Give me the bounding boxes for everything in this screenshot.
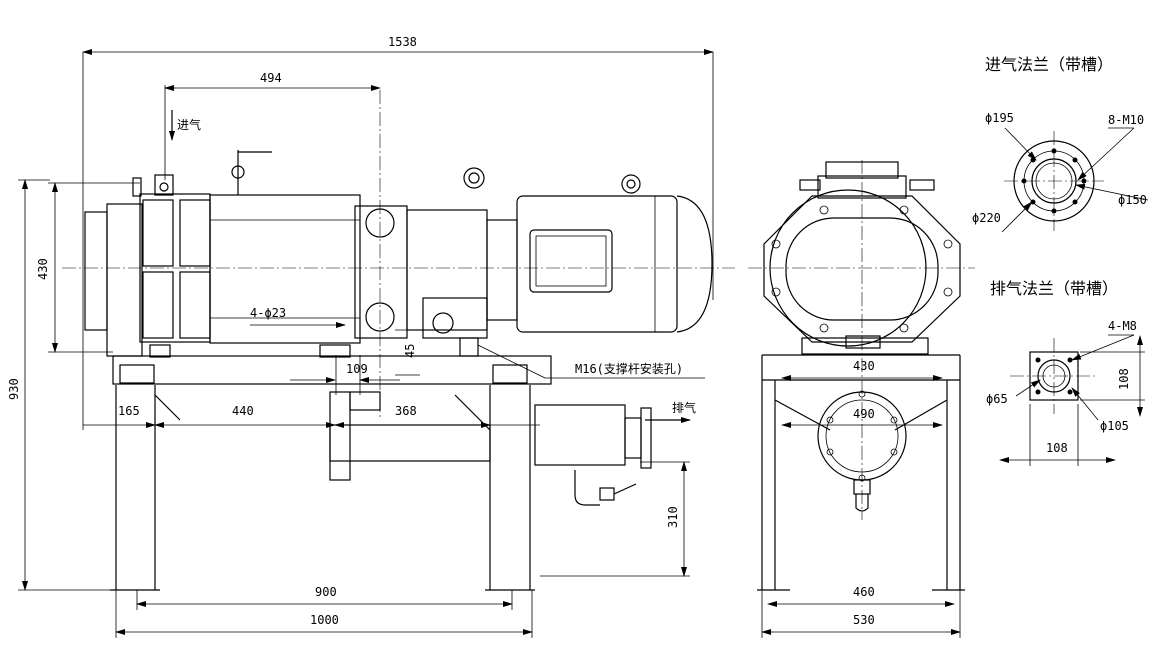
inlet-bolts: 8-M10 (1108, 113, 1144, 127)
inlet-flange-title: 进气法兰（带槽） (985, 55, 1113, 74)
dim-900: 900 (315, 585, 337, 599)
outlet-w108: 108 (1046, 441, 1068, 455)
outlet-flange-title: 排气法兰（带槽） (990, 279, 1118, 298)
dim-460: 460 (853, 585, 875, 599)
dim-494: 494 (260, 71, 282, 85)
dim-165: 165 (118, 404, 140, 418)
outlet-h108: 108 (1117, 368, 1131, 390)
dim-930: 930 (7, 378, 21, 400)
dim-430-side: 430 (36, 258, 50, 280)
dim-440: 440 (232, 404, 254, 418)
outlet-bolts: 4-M8 (1108, 319, 1137, 333)
inlet-d150: ϕ150 (1118, 193, 1147, 207)
dim-109: 109 (346, 362, 368, 376)
outlet-d65: ϕ65 (986, 392, 1008, 406)
outlet-label: 排气 (672, 400, 696, 415)
dim-310: 310 (666, 506, 680, 528)
inlet-label: 进气 (177, 117, 201, 132)
inlet-flange-detail (1001, 127, 1149, 233)
dimension-lines (18, 49, 961, 638)
dim-490: 490 (853, 407, 875, 421)
dim-1538: 1538 (388, 35, 417, 49)
end-view (748, 160, 975, 591)
dim-45: 45 (403, 344, 417, 358)
dim-368: 368 (395, 404, 417, 418)
inlet-d195: ϕ195 (985, 111, 1014, 125)
dim-530: 530 (853, 613, 875, 627)
dimension-labels: 1538 494 进气 430 930 4-ϕ23 45 109 M16(支撑杆… (7, 35, 1147, 627)
bolt-holes-label: 4-ϕ23 (250, 306, 286, 320)
outlet-flange-detail (999, 334, 1145, 466)
side-view (62, 90, 735, 591)
support-hole-label: M16(支撑杆安装孔) (575, 361, 683, 376)
inlet-d220: ϕ220 (972, 211, 1001, 225)
dim-430-end: 430 (853, 359, 875, 373)
outlet-d105: ϕ105 (1100, 419, 1129, 433)
dim-1000: 1000 (310, 613, 339, 627)
